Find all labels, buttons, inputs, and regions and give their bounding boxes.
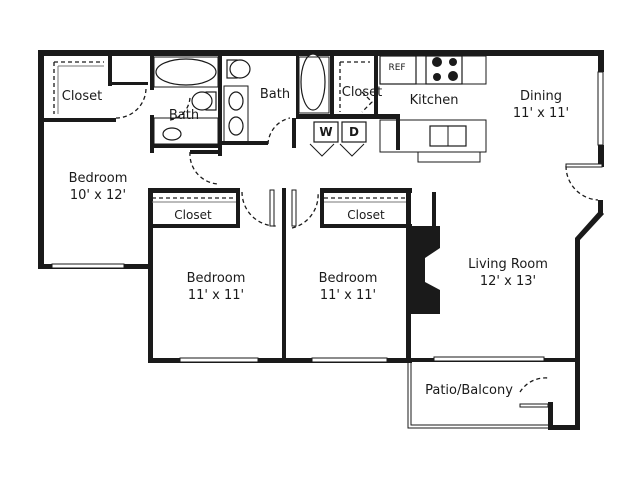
stove bbox=[425, 55, 463, 85]
refrigerator-label: REF bbox=[388, 63, 406, 73]
room-label-closet-master: Closet bbox=[61, 89, 103, 104]
dryer bbox=[341, 121, 367, 143]
window-bedroom-1 bbox=[51, 263, 125, 269]
washer bbox=[313, 121, 339, 143]
bathtub-1 bbox=[155, 58, 217, 86]
window-bedroom-3 bbox=[311, 357, 388, 363]
kitchen-island bbox=[379, 119, 487, 153]
stove-burners-icon bbox=[432, 57, 458, 81]
bathtub-2 bbox=[300, 53, 326, 111]
room-label-kitchen: Kitchen bbox=[409, 93, 459, 108]
door-swing bbox=[115, 87, 147, 119]
patio-outline bbox=[407, 362, 548, 429]
toilet-icon bbox=[191, 59, 251, 111]
room-label-bath-1: Bath bbox=[168, 108, 200, 123]
room-label-patio: Patio/Balcony bbox=[425, 383, 513, 398]
window-dining bbox=[597, 71, 604, 146]
sink-icon bbox=[153, 85, 249, 145]
washer-label: W bbox=[319, 125, 333, 139]
dryer-label: D bbox=[349, 125, 359, 139]
room-label-closet-bed3: Closet bbox=[347, 208, 385, 222]
window-bedroom-2 bbox=[179, 357, 259, 363]
closet-shelf-master bbox=[53, 61, 104, 114]
room-label-closet-bed2: Closet bbox=[174, 208, 212, 222]
interior-walls bbox=[42, 56, 440, 363]
room-label-closet-hall: Closet bbox=[341, 85, 383, 100]
refrigerator bbox=[379, 55, 417, 85]
room-label-bath-2: Bath bbox=[259, 87, 291, 102]
sliding-door-patio bbox=[433, 356, 545, 362]
